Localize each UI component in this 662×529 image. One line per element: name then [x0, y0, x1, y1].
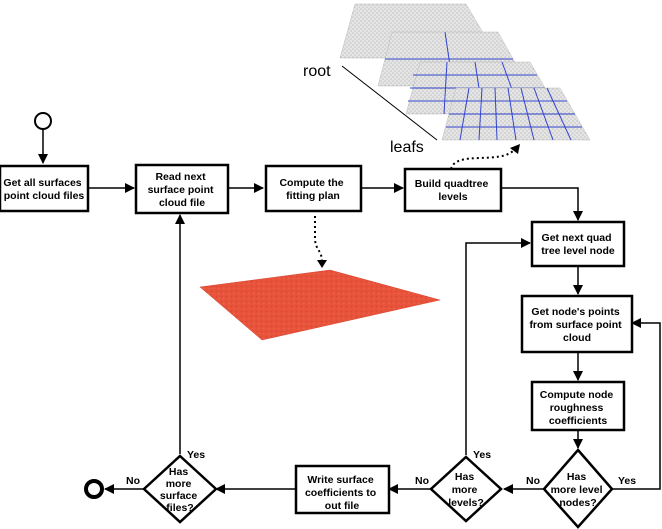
- process-next-quad-node: Get next quad tree level node: [530, 220, 626, 268]
- edge-level-nodes-yes: [612, 318, 661, 490]
- decision-has-more-surface-files: Has more surface files?: [142, 454, 218, 524]
- decision-has-more-level-nodes: Has more level nodes?: [542, 448, 614, 529]
- label-level-nodes-yes: Yes: [618, 475, 636, 487]
- decision-label: Has more levels?: [448, 471, 484, 509]
- box-label: Build quadtree levels: [415, 178, 491, 203]
- label-levels-no: No: [415, 475, 429, 487]
- fitting-plane-illustration: [199, 269, 441, 341]
- box-label: Get next quad tree level node: [541, 232, 615, 257]
- process-read-next-file: Read next surface point cloud file: [134, 163, 230, 215]
- label-files-yes: Yes: [187, 449, 205, 461]
- edge-build-to-next-node: [501, 187, 583, 221]
- box-label: Read next surface point cloud file: [148, 171, 217, 209]
- decision-label: Has more surface files?: [160, 466, 200, 514]
- process-write-coefficients: Write surface coefficients to out file: [294, 464, 391, 515]
- process-compute-roughness: Compute node roughness coefficients: [530, 380, 626, 432]
- box-label: Get node's points from surface point clo…: [529, 306, 624, 344]
- box-label: Compute node roughness coefficients: [540, 389, 616, 427]
- leafs-label: leafs: [390, 139, 424, 156]
- process-get-all-files: Get all surfaces point cloud files: [0, 164, 90, 213]
- label-level-nodes-no: No: [526, 475, 540, 487]
- process-compute-fitting-plan: Compute the fitting plan: [264, 164, 363, 213]
- box-label: Get all surfaces point cloud files: [3, 177, 84, 202]
- process-get-node-points: Get node's points from surface point clo…: [520, 294, 634, 354]
- decision-label: Has more level nodes?: [551, 471, 606, 509]
- root-to-leafs-line: [341, 65, 438, 141]
- quadtree-layer-leafs: [441, 87, 591, 141]
- process-build-quadtree: Build quadtree levels: [403, 167, 503, 213]
- decision-has-more-levels: Has more levels?: [429, 455, 503, 523]
- edge-levels-yes: [465, 238, 531, 455]
- box-label: Write surface coefficients to out file: [305, 474, 379, 512]
- start-node: [34, 112, 52, 130]
- box-label: Compute the fitting plan: [279, 177, 346, 202]
- edge-build-to-quadtree-dotted: [450, 149, 515, 170]
- edges: [38, 129, 661, 494]
- dotted-arrowhead-quadtree: [510, 144, 520, 154]
- dotted-edges: [314, 149, 515, 263]
- end-node: [84, 479, 104, 499]
- quadtree-illustration: root leafs: [303, 3, 591, 156]
- label-files-no: No: [126, 475, 140, 487]
- edge-plan-to-plane-dotted: [314, 216, 323, 263]
- root-label: root: [303, 63, 331, 80]
- label-levels-yes: Yes: [473, 449, 491, 461]
- dotted-arrowhead-plane: [317, 260, 327, 268]
